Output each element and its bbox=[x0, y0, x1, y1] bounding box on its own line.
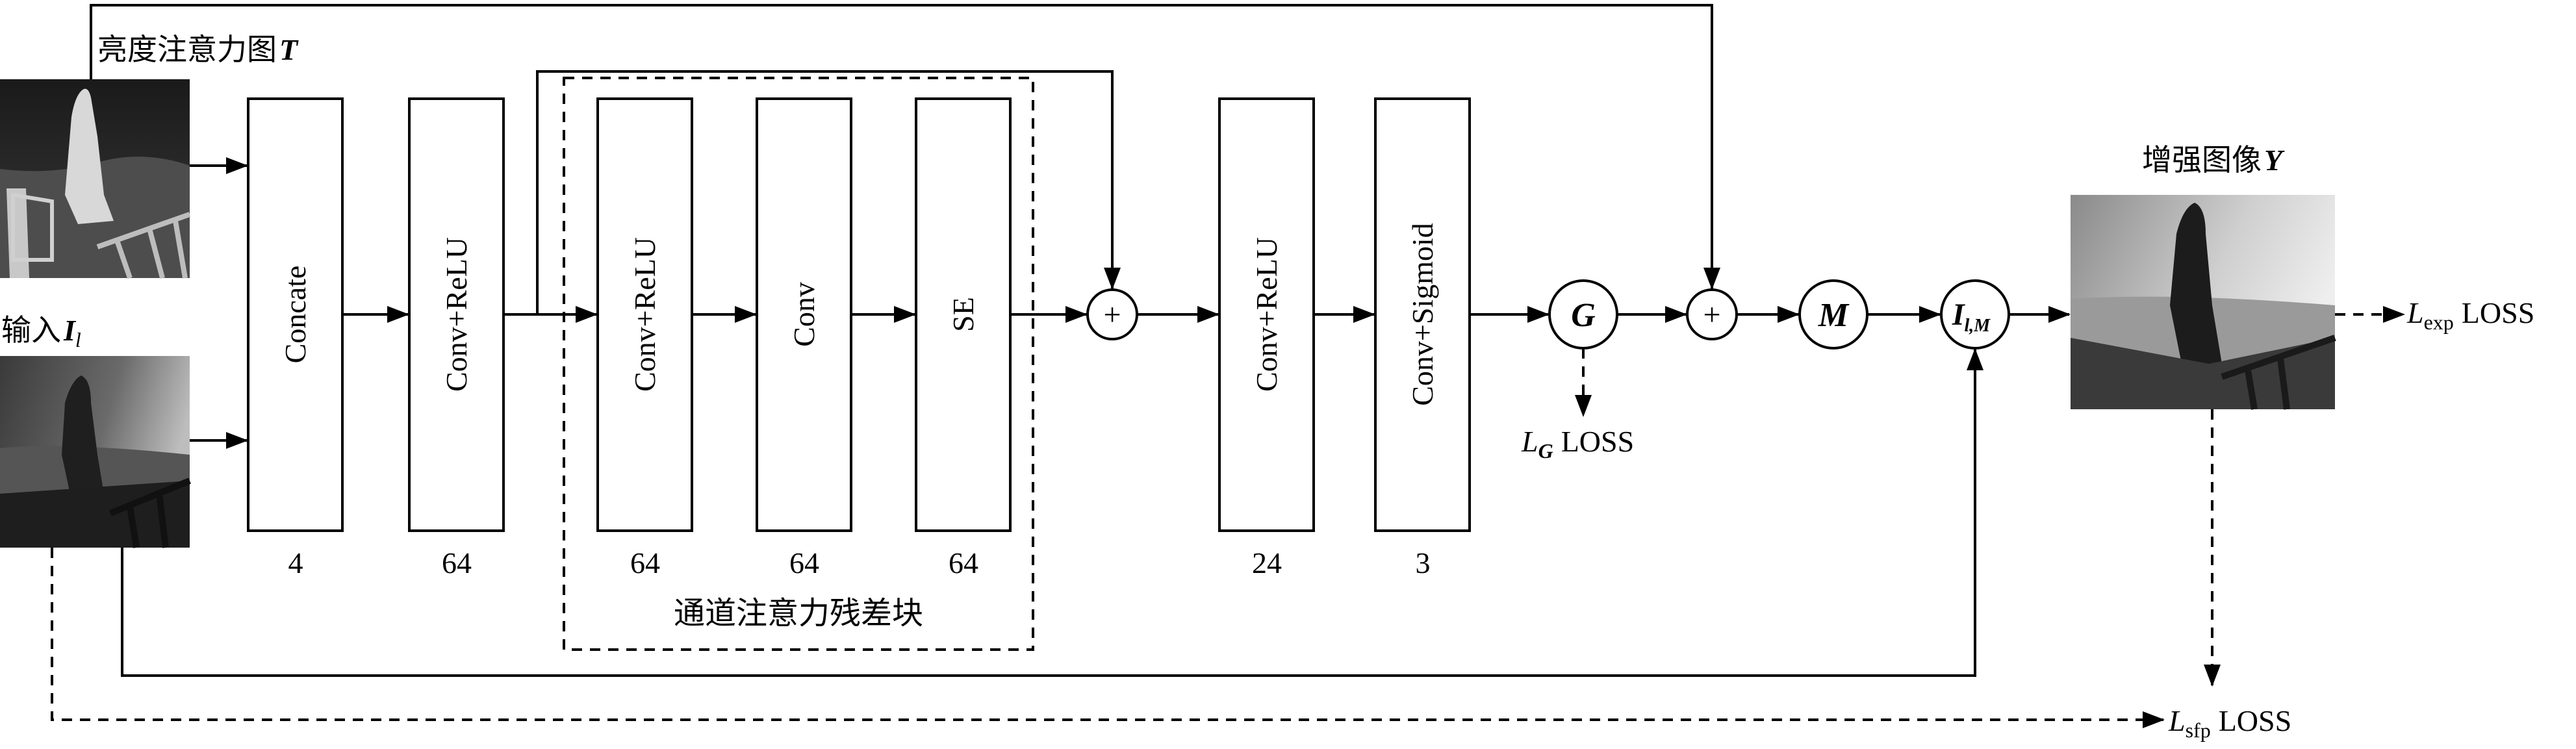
svg-text:+: + bbox=[1703, 298, 1720, 332]
brightness-attention-image bbox=[0, 79, 191, 279]
residual-block-frame bbox=[563, 77, 1034, 651]
svg-text:SE: SE bbox=[947, 297, 980, 332]
svg-text:G: G bbox=[1571, 297, 1596, 334]
svg-text:Conv+ReLU: Conv+ReLU bbox=[628, 237, 661, 392]
edge-residual-skip bbox=[536, 70, 1121, 314]
residual-block-label: 通道注意力残差块 bbox=[674, 595, 923, 631]
edge-input-to-ilm bbox=[121, 348, 1983, 677]
block-conv-relu-2: Conv+ReLU bbox=[596, 97, 693, 532]
channels-se: 64 bbox=[949, 546, 978, 579]
edge-t-to-plus2 bbox=[90, 4, 1720, 290]
block-conv-sigmoid: Conv+Sigmoid bbox=[1374, 97, 1471, 532]
m-operator: M bbox=[1798, 279, 1868, 349]
edge-input-to-lsfp bbox=[51, 548, 2165, 728]
brightness-map-label: 亮度注意力图T bbox=[97, 32, 299, 67]
channels-concate: 4 bbox=[288, 546, 303, 579]
g-operator: G bbox=[1548, 279, 1618, 349]
channels-conv-relu-3: 24 bbox=[1252, 546, 1282, 579]
svg-text:Conv+ReLU: Conv+ReLU bbox=[440, 237, 473, 392]
svg-text:M: M bbox=[1818, 297, 1850, 334]
svg-text:+: + bbox=[1103, 298, 1121, 332]
svg-text:Conv+ReLU: Conv+ReLU bbox=[1250, 237, 1283, 392]
plus-operator-2: + bbox=[1686, 288, 1738, 340]
block-conv: Conv bbox=[756, 97, 852, 532]
channels-conv: 64 bbox=[789, 546, 819, 579]
output-label: 增强图像Y bbox=[2142, 142, 2285, 177]
channels-conv-relu-2: 64 bbox=[630, 546, 660, 579]
channels-conv-relu-1: 64 bbox=[442, 546, 472, 579]
plus-operator-1: + bbox=[1086, 288, 1138, 340]
input-label: 输入Il bbox=[1, 312, 81, 351]
svg-text:Conv+Sigmoid: Conv+Sigmoid bbox=[1406, 223, 1439, 406]
svg-text:Il,M: Il,M bbox=[1952, 298, 1991, 336]
input-low-light-image bbox=[0, 356, 191, 548]
block-conv-relu-3: Conv+ReLU bbox=[1218, 97, 1315, 532]
i-lm-operator: Il,M bbox=[1940, 279, 2010, 349]
enhanced-output-image bbox=[2071, 195, 2336, 410]
block-concate: Concate bbox=[247, 97, 344, 532]
channels-conv-sigmoid: 3 bbox=[1416, 546, 1431, 579]
block-conv-relu-1: Conv+ReLU bbox=[408, 97, 505, 532]
svg-text:Conv: Conv bbox=[787, 282, 821, 347]
svg-text:Concate: Concate bbox=[279, 266, 312, 364]
block-se: SE bbox=[915, 97, 1012, 532]
